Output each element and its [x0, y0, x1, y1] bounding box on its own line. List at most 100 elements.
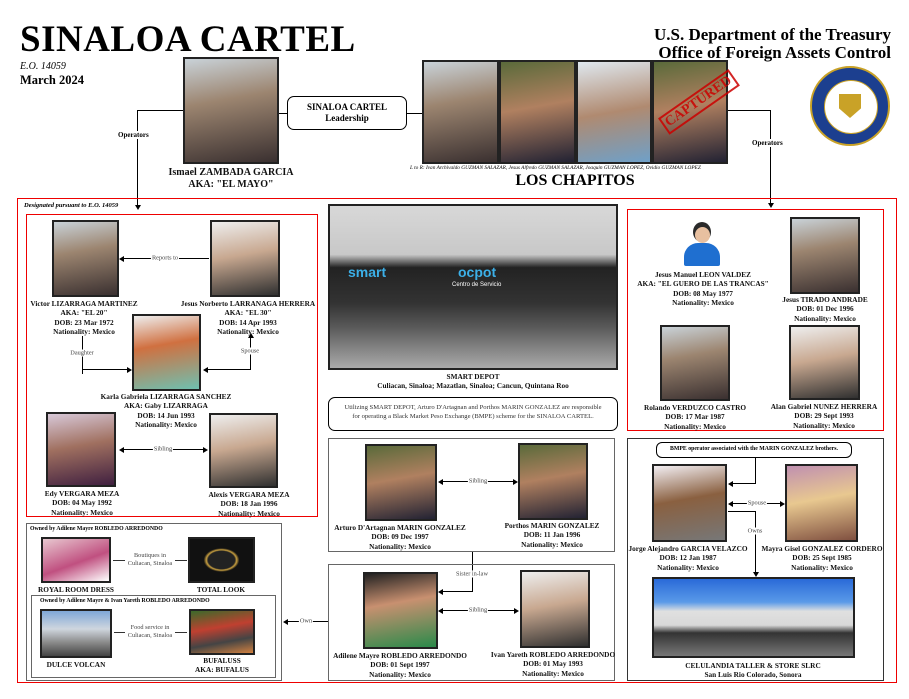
person-dob: DOB: 08 May 1977: [673, 288, 733, 298]
sign-depot: ocpot: [458, 264, 497, 280]
photo-rolando-verduzco: [660, 325, 730, 401]
photo-edy-vergara: [46, 412, 116, 487]
chapitos-caption: L to R: Ivan Archivaldo GUZMAN SALAZAR, …: [410, 165, 701, 171]
royal-room-caption: ROYAL ROOM DRESS: [38, 585, 114, 594]
person-nationality: Nationality: Mexico: [51, 507, 113, 517]
business-location: San Luis Rio Colorado, Sonora: [704, 670, 802, 680]
person-name: Jesus TIRADO ANDRADE: [782, 295, 868, 304]
person-dob: DOB: 17 Mar 1987: [665, 412, 725, 422]
celulandia-box: [627, 438, 884, 681]
page-title: SINALOA CARTEL: [20, 19, 356, 60]
person-dob: DOB: 29 Sept 1993: [794, 411, 854, 421]
person-name: Jorge Alejandro GARCIA VELAZCO: [628, 544, 748, 553]
person-dob: DOB: 09 Dec 1997: [371, 532, 429, 542]
person-dob: DOB: 11 Jan 1996: [523, 530, 581, 540]
food-service-label: Food service in Culiacan, Sinaloa: [125, 624, 175, 640]
person-name: Mayra Gisel GONZALEZ CORDERO: [761, 544, 883, 553]
person-nationality: Nationality: Mexico: [369, 669, 431, 679]
person-name: Porthos MARIN GONZALEZ: [504, 521, 600, 530]
photo-karla-lizarraga: [132, 314, 201, 391]
leadership-line-2: Leadership: [325, 113, 369, 123]
person-aka: AKA: "EL 30": [224, 308, 272, 318]
business-aka: AKA: BUFALUS: [195, 665, 249, 675]
photo-jorge-garcia: [652, 464, 727, 542]
connector: [728, 511, 755, 513]
zambada-aka: AKA: "EL MAYO": [188, 179, 274, 190]
person-nationality: Nationality: Mexico: [791, 562, 853, 572]
relation-sister-in-law: Sister in-law: [454, 570, 490, 578]
boutiques-label: Boutiques in Culiacan, Sinaloa: [125, 552, 175, 568]
person-dob: DOB: 18 Jan 1996: [220, 499, 278, 509]
smart-depot-caption: SMART DEPOT Culiacan, Sinaloa; Mazatlan,…: [377, 372, 569, 391]
connector: [755, 458, 757, 483]
relation-sibling: Sibling: [152, 445, 174, 453]
person-name: Arturo D'Artagnan MARIN GONZALEZ: [334, 523, 466, 532]
dulce-volcan-caption: DULCE VOLCAN: [46, 660, 106, 669]
connector-arrow: [438, 587, 473, 596]
person-aka: AKA: "EL 20": [60, 308, 108, 318]
person-dob: DOB: 14 Apr 1993: [219, 317, 277, 327]
zambada-name: Ismael ZAMBADA GARCIA: [168, 167, 294, 178]
photo-chapito-2: [499, 60, 576, 164]
person-aka: AKA: Gaby LIZARRAGA: [124, 401, 208, 411]
agency-name: U.S. Department of the Treasury Office o…: [654, 26, 891, 62]
person-nationality: Nationality: Mexico: [369, 541, 431, 551]
person-silhouette-icon: [684, 222, 720, 266]
connector-arrow: [82, 365, 132, 374]
relation-spouse: Spouse: [746, 499, 768, 507]
relation-sibling: Sibling: [467, 477, 489, 485]
marin-gonzalez-box: [328, 438, 615, 552]
person-dob: DOB: 04 May 1992: [52, 498, 112, 508]
person-name: Rolando VERDUZCO CASTRO: [643, 403, 747, 412]
business-locations: Culiacan, Sinaloa; Mazatlan, Sinaloa; Ca…: [377, 381, 569, 391]
photo-dulce-volcan: [40, 609, 112, 658]
person-nationality: Nationality: Mexico: [664, 421, 726, 431]
relation-owns: Owns: [746, 527, 764, 535]
sign-subtitle: Centro de Servicio: [452, 282, 502, 288]
agency-line-2: Office of Foreign Assets Control: [658, 43, 891, 62]
relation-daughter: Daughter: [69, 349, 95, 357]
porthos-caption: Porthos MARIN GONZALEZ DOB: 11 Jan 1996 …: [505, 521, 600, 549]
person-name: Edy VERGARA MEZA: [44, 489, 120, 498]
person-name: Jesus Manuel LEON VALDEZ: [654, 270, 752, 279]
captured-stamp: CAPTURED: [658, 69, 740, 135]
adilene-caption: Adilene Mayre ROBLEDO ARREDONDO DOB: 01 …: [333, 651, 467, 679]
person-nationality: Nationality: Mexico: [53, 326, 115, 336]
person-nationality: Nationality: Mexico: [794, 313, 856, 323]
karla-caption: Karla Gabriela LIZARRAGA SANCHEZ AKA: Ga…: [101, 392, 232, 429]
photo-total-look: [188, 537, 255, 583]
relation-reports-to: Reports to: [150, 254, 180, 262]
business-name: BUFALUSS: [203, 656, 241, 665]
zambada-caption: Ismael ZAMBADA GARCIA AKA: "EL MAYO": [169, 167, 294, 191]
photo-adilene-robledo: [363, 572, 438, 649]
connector: [728, 110, 770, 112]
person-dob: DOB: 14 Jun 1993: [137, 410, 195, 420]
person-dob: DOB: 01 Sept 1997: [370, 660, 430, 670]
photo-ivan-robledo: [520, 570, 590, 648]
owned-by-adilene-label: Owned by Adilene Mayre ROBLEDO ARREDONDO: [30, 526, 163, 532]
connector-arrow: [728, 479, 756, 488]
person-aka: AKA: "EL GUERO DE LAS TRANCAS": [637, 279, 769, 289]
relation-spouse: Spouse: [239, 347, 261, 355]
designated-box: [17, 198, 897, 683]
photo-royal-room-dress: [41, 537, 111, 583]
connector: [279, 113, 287, 115]
photo-victor-lizarraga: [52, 220, 119, 297]
alexis-caption: Alexis VERGARA MEZA DOB: 18 Jan 1996 Nat…: [209, 490, 290, 518]
photo-porthos-marin: [518, 443, 588, 520]
connector: [137, 110, 183, 112]
photo-alexis-vergara: [209, 413, 278, 488]
photo-bufaluss: [189, 609, 255, 655]
ivan-caption: Ivan Yareth ROBLEDO ARREDONDO DOB: 01 Ma…: [491, 650, 615, 678]
food-businesses-box: [31, 595, 276, 678]
jesus-manuel-caption: Jesus Manuel LEON VALDEZ AKA: "EL GUERO …: [637, 270, 768, 307]
leadership-label: SINALOA CARTEL Leadership: [287, 96, 407, 130]
person-name: Alexis VERGARA MEZA: [208, 490, 290, 499]
person-dob: DOB: 25 Sept 1985: [792, 553, 852, 563]
total-look-caption: TOTAL LOOK: [196, 585, 246, 594]
person-nationality: Nationality: Mexico: [135, 419, 197, 429]
rolando-caption: Rolando VERDUZCO CASTRO DOB: 17 Mar 1987…: [644, 403, 746, 431]
treasury-seal-icon: [810, 66, 890, 146]
el-20-network-box: [26, 214, 318, 517]
person-nationality: Nationality: Mexico: [793, 420, 855, 430]
